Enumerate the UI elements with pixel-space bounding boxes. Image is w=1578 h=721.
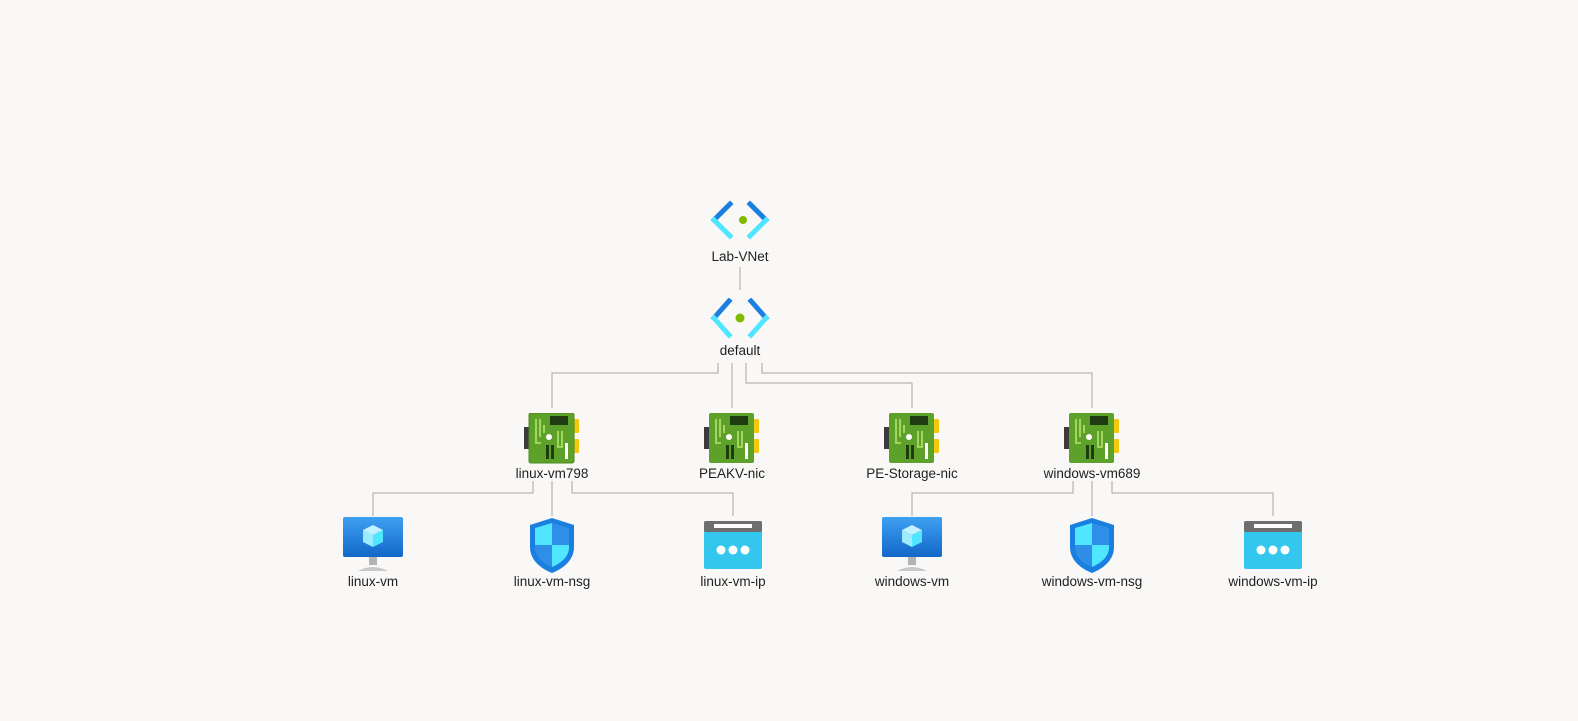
node-label: PE-Storage-nic	[866, 466, 958, 481]
node-linux-vm-nsg[interactable]: linux-vm-nsg	[472, 517, 632, 590]
node-label: windows-vm689	[1043, 466, 1141, 481]
node-label: PEAKV-nic	[698, 466, 766, 481]
vnet-icon	[710, 200, 770, 240]
node-label: windows-vm-ip	[1228, 574, 1318, 589]
network-interface-icon	[1064, 413, 1119, 463]
network-security-group-icon	[530, 518, 574, 573]
node-peakv-nic[interactable]: PEAKV-nic	[652, 413, 812, 482]
node-lab-vnet[interactable]: Lab-VNet	[660, 200, 820, 265]
node-label: Lab-VNet	[711, 249, 769, 264]
edge-subnet-windows-vm689	[761, 363, 1093, 408]
network-security-group-icon	[1070, 518, 1114, 573]
node-windows-vm689[interactable]: windows-vm689	[1012, 413, 1172, 482]
node-linux-vm-ip[interactable]: linux-vm-ip	[653, 521, 813, 590]
node-default-subnet[interactable]: default	[660, 298, 820, 359]
edge-subnet-pe-storage-nic	[745, 363, 913, 408]
subnet-icon	[710, 298, 770, 339]
node-label: linux-vm	[347, 574, 399, 589]
edge-linux-vm798-linux-vm	[372, 481, 534, 516]
network-interface-icon	[884, 413, 939, 463]
network-interface-icon	[524, 413, 579, 464]
node-windows-vm-nsg[interactable]: windows-vm-nsg	[1012, 517, 1172, 590]
network-interface-icon	[704, 413, 759, 463]
public-ip-icon	[704, 521, 762, 569]
edge-windows-vm689-windows-vm-ip	[1111, 481, 1274, 516]
node-label: default	[719, 343, 761, 358]
virtual-machine-icon	[882, 517, 942, 571]
node-label: linux-vm798	[515, 466, 589, 481]
edge-subnet-linux-vm798	[551, 363, 719, 408]
node-label: linux-vm-ip	[700, 574, 766, 589]
edge-linux-vm798-linux-vm-ip	[571, 481, 734, 516]
node-pe-storage-nic[interactable]: PE-Storage-nic	[832, 413, 992, 482]
node-windows-vm-ip[interactable]: windows-vm-ip	[1193, 521, 1353, 590]
node-linux-vm798[interactable]: linux-vm798	[472, 413, 632, 482]
node-label: linux-vm-nsg	[513, 574, 591, 589]
node-label: windows-vm	[874, 574, 950, 589]
edge-windows-vm689-windows-vm	[911, 481, 1074, 516]
public-ip-icon	[1244, 521, 1302, 569]
node-windows-vm[interactable]: windows-vm	[832, 517, 992, 590]
node-linux-vm[interactable]: linux-vm	[293, 517, 453, 590]
node-label: windows-vm-nsg	[1041, 574, 1143, 589]
virtual-machine-icon	[343, 517, 403, 571]
